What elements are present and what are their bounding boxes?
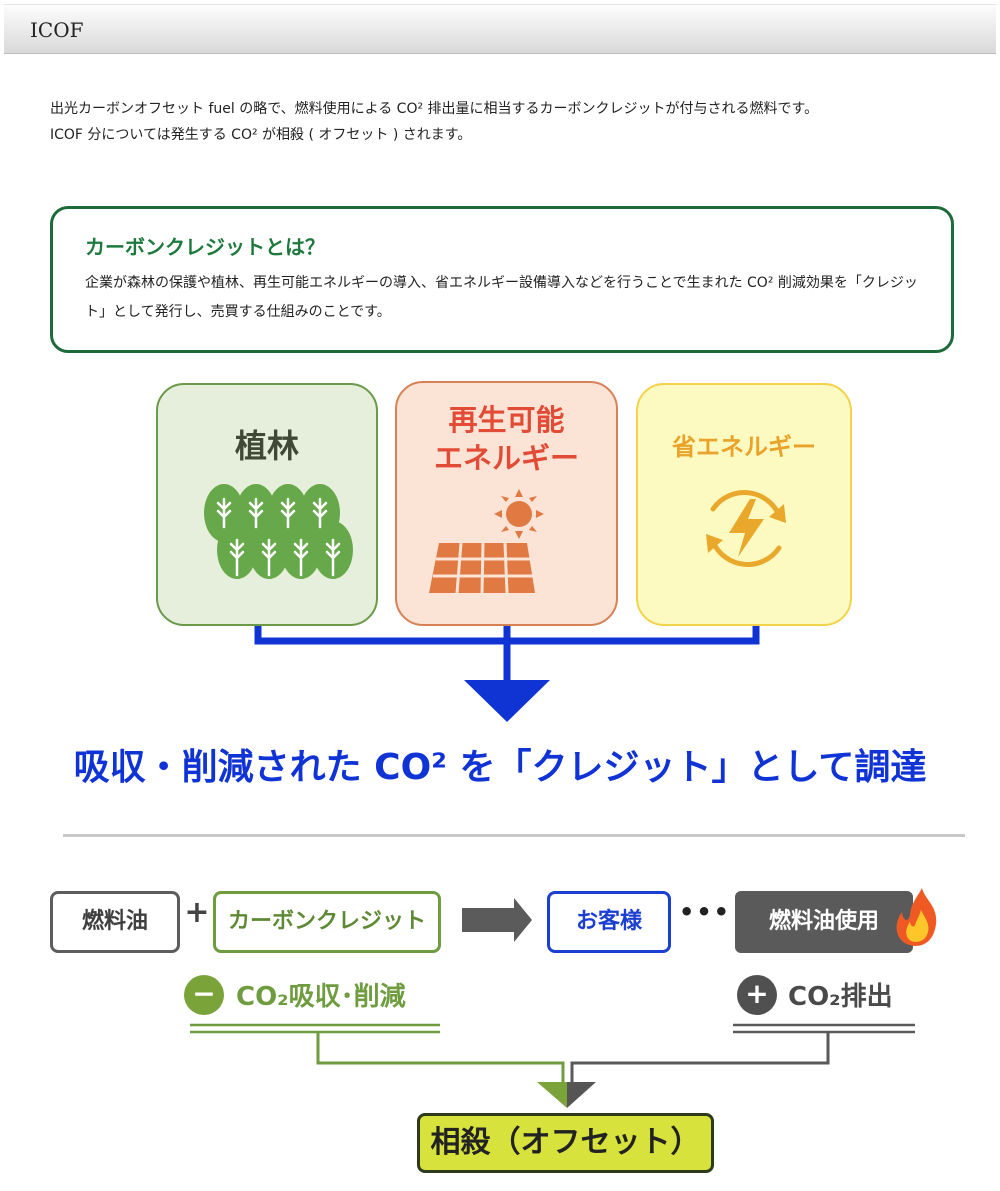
carbon-credit-info-box: カーボンクレジットとは？ 企業が森林の保護や植林、再生可能エネルギーの導入、省エ… [50,206,954,353]
card-renewable-title-line-2: エネルギー [433,441,579,475]
credit-connector-lines [254,624,760,722]
right-arrow-icon [462,898,532,942]
co2-absorb-reduce-label: CO₂吸収･削減 [236,982,406,1012]
carbon-credit-box: カーボンクレジット [213,891,441,953]
carbon-credit-heading: カーボンクレジットとは？ [85,235,325,259]
tree-icon [204,484,353,579]
card-energy-saving: 省エネルギー [636,383,852,626]
down-arrow-icon [464,680,550,722]
minus-circle-icon: − [184,975,224,1015]
intro-line-1: 出光カーボンオフセット fuel の略で、燃料使用による CO² 排出量に相当す… [50,101,819,117]
co2-emission-label: CO₂排出 [788,982,893,1012]
intro-text: 出光カーボンオフセット fuel の略で、燃料使用による CO² 排出量に相当す… [50,96,970,148]
section-divider [63,834,965,837]
plus-sign: + [184,895,210,930]
solar-panel-icon [429,489,544,594]
offset-result-box: 相殺（オフセット） [417,1113,714,1173]
intro-line-2: ICOF 分については発生する CO² が相殺 ( オフセット ) されます。 [50,127,472,143]
energy-cycle-icon [706,490,786,567]
header-bar: ICOF [4,4,996,54]
page-title: ICOF [30,18,84,42]
ellipsis-dots: ••• [678,898,732,926]
card-forest-title: 植林 [234,427,299,465]
card-forest: 植林 [156,383,378,626]
card-renewable-energy: 再生可能 エネルギー [395,381,618,626]
plus-circle-icon: + [737,975,777,1015]
carbon-credit-description: 企業が森林の保護や植林、再生可能エネルギーの導入、省エネルギー設備導入などを行う… [85,275,918,320]
card-renewable-title: 再生可能 エネルギー [397,401,616,477]
customer-box: お客様 [547,891,671,953]
fuel-oil-use-box: 燃料油使用 [735,891,913,953]
card-energy-saving-title: 省エネルギー [672,433,816,461]
fuel-oil-box: 燃料油 [50,891,180,953]
card-renewable-title-line-1: 再生可能 [448,403,565,437]
credit-procurement-slogan: 吸収・削減された CO² を「クレジット」として調達 [73,747,927,788]
